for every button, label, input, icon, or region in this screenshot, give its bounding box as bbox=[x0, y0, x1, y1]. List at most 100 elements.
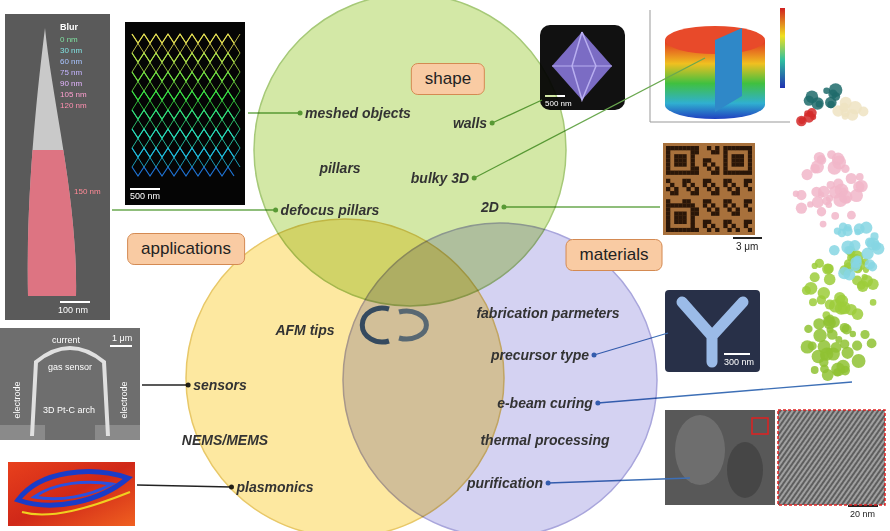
mesh-strut bbox=[216, 34, 228, 53]
qr-module bbox=[707, 228, 711, 232]
qr-module bbox=[703, 183, 707, 187]
mesh-strut bbox=[168, 91, 180, 110]
mesh-strut bbox=[192, 53, 204, 72]
mesh-strut bbox=[132, 110, 144, 129]
mesh-strut bbox=[168, 34, 180, 53]
qr-module bbox=[666, 207, 670, 211]
mesh-strut bbox=[144, 34, 156, 53]
qr-module bbox=[691, 154, 695, 158]
pillar-blur-zone bbox=[0, 150, 120, 310]
qr-module bbox=[674, 187, 678, 191]
qr-module bbox=[748, 158, 752, 162]
mesh-strut bbox=[156, 91, 168, 110]
qr-module bbox=[682, 154, 686, 158]
qr-module bbox=[682, 183, 686, 187]
qr-module bbox=[678, 146, 682, 150]
mesh-strut bbox=[180, 53, 192, 72]
qr-module bbox=[666, 224, 670, 228]
atom-cluster bbox=[810, 272, 820, 282]
atom-cluster bbox=[810, 164, 820, 174]
atom-cluster bbox=[816, 100, 823, 107]
qr-module bbox=[736, 191, 740, 195]
qr-module bbox=[666, 187, 670, 191]
qr-module bbox=[674, 220, 678, 224]
qr-module bbox=[707, 199, 711, 203]
category-item: NEMS/MEMS bbox=[182, 432, 268, 449]
qr-module bbox=[740, 154, 744, 158]
qr-module bbox=[723, 183, 727, 187]
qr-module bbox=[732, 158, 736, 162]
qr-module bbox=[674, 203, 678, 207]
qr-module bbox=[707, 207, 711, 211]
qr-module bbox=[666, 203, 670, 207]
atom-cluster bbox=[857, 280, 869, 292]
qr-module bbox=[715, 146, 719, 150]
mesh-strut bbox=[132, 53, 144, 72]
qr-module bbox=[666, 154, 670, 158]
mesh-strut bbox=[228, 110, 240, 129]
mesh-strut bbox=[156, 72, 168, 91]
mesh-strut bbox=[156, 148, 168, 167]
tem-right bbox=[778, 410, 885, 505]
mesh-strut bbox=[216, 72, 228, 91]
mesh-strut bbox=[156, 148, 168, 167]
qr-module bbox=[670, 191, 674, 195]
mesh-strut bbox=[156, 91, 168, 110]
tem-grain bbox=[727, 442, 763, 498]
qr-module bbox=[723, 220, 727, 224]
mesh-strut bbox=[228, 91, 240, 110]
qr-module bbox=[727, 171, 731, 175]
atom-cluster bbox=[827, 150, 836, 159]
qr-module bbox=[727, 179, 731, 183]
qr-module bbox=[674, 216, 678, 220]
category-item: precursor type bbox=[491, 347, 589, 364]
qr-module bbox=[691, 207, 695, 211]
qr-module bbox=[732, 183, 736, 187]
qr-module bbox=[678, 228, 682, 232]
qr-module bbox=[748, 146, 752, 150]
image-annotation: 500 nm bbox=[545, 98, 572, 109]
atom-cluster bbox=[855, 229, 861, 235]
qr-module bbox=[736, 228, 740, 232]
image-annotation: 90 nm bbox=[60, 78, 82, 89]
qr-module bbox=[711, 224, 715, 228]
qr-module bbox=[678, 171, 682, 175]
qr-module bbox=[682, 199, 686, 203]
mesh-strut bbox=[216, 129, 228, 148]
qr-module bbox=[666, 158, 670, 162]
qr-module bbox=[682, 158, 686, 162]
mesh-strut bbox=[192, 34, 204, 53]
qr-module bbox=[707, 187, 711, 191]
image-annotation: 120 nm bbox=[60, 100, 87, 111]
qr-module bbox=[670, 146, 674, 150]
qr-module bbox=[748, 199, 752, 203]
qr-module bbox=[682, 179, 686, 183]
mesh-strut bbox=[228, 148, 240, 167]
qr-module bbox=[686, 171, 690, 175]
qr-module bbox=[715, 171, 719, 175]
zoom-frame bbox=[778, 410, 885, 505]
mesh-strut bbox=[168, 129, 180, 148]
tem-grain bbox=[675, 415, 725, 485]
qr-module bbox=[674, 146, 678, 150]
atom-cluster bbox=[860, 222, 872, 234]
qr-module bbox=[707, 220, 711, 224]
arch bbox=[32, 348, 108, 436]
qr-module bbox=[748, 179, 752, 183]
mesh-strut bbox=[228, 53, 240, 72]
qr-module bbox=[674, 228, 678, 232]
qr-module bbox=[727, 146, 731, 150]
atom-cluster bbox=[847, 109, 859, 121]
atom-cluster bbox=[840, 339, 849, 348]
qr-module bbox=[682, 212, 686, 216]
atom-cluster bbox=[865, 259, 875, 269]
category-item: fabrication parmeters bbox=[476, 305, 619, 322]
image-annotation: 3D Pt-C arch bbox=[43, 405, 95, 416]
mesh-strut bbox=[204, 91, 216, 110]
atom-cluster bbox=[867, 339, 877, 349]
qr-module bbox=[674, 162, 678, 166]
atom-cluster bbox=[852, 354, 866, 368]
image-annotation: electrode bbox=[119, 381, 130, 418]
mesh-strut bbox=[216, 110, 228, 129]
image-annotation: electrode bbox=[12, 381, 23, 418]
